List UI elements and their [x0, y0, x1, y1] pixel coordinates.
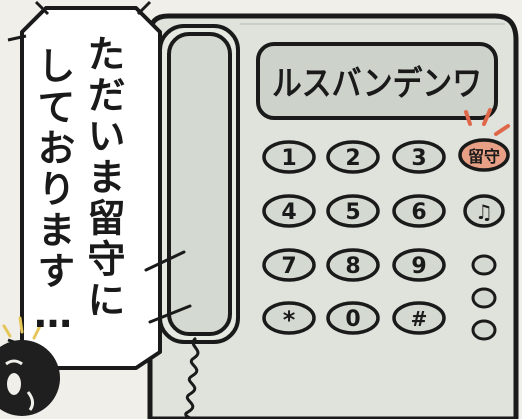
key-6[interactable]: 6 — [392, 194, 446, 228]
key-hash-label: # — [411, 307, 428, 331]
answering-button-label: 留守 — [468, 147, 500, 166]
speech-bubble-line-1: ただいま留守に — [81, 34, 125, 321]
alert-marks-icon — [464, 108, 510, 136]
coiled-cord-icon — [184, 336, 200, 419]
key-star-label: * — [283, 306, 296, 334]
speech-bubble-line-2: しております… — [31, 46, 75, 339]
key-0-label: 0 — [345, 307, 360, 332]
key-2-label: 2 — [345, 146, 360, 171]
key-star[interactable]: * — [262, 301, 316, 335]
key-9-label: 9 — [411, 254, 426, 279]
key-0[interactable]: 0 — [326, 301, 380, 335]
key-3-label: 3 — [411, 146, 426, 171]
small-function-button-2[interactable] — [471, 287, 497, 309]
small-function-button-3[interactable] — [471, 319, 497, 341]
key-8-label: 8 — [345, 254, 360, 279]
key-4[interactable]: 4 — [262, 194, 316, 228]
speech-bubble — [7, 0, 192, 370]
key-5[interactable]: 5 — [326, 194, 380, 228]
handset-icon — [167, 32, 232, 336]
key-7-label: 7 — [281, 254, 296, 279]
key-7[interactable]: 7 — [262, 248, 316, 282]
music-note-icon: ♫ — [475, 200, 493, 224]
key-3[interactable]: 3 — [392, 140, 446, 174]
key-6-label: 6 — [411, 200, 426, 225]
key-8[interactable]: 8 — [326, 248, 380, 282]
key-4-label: 4 — [281, 200, 296, 225]
lcd-display-text: ルスバンデンワ — [272, 64, 482, 104]
key-hash[interactable]: # — [392, 301, 446, 335]
answering-button[interactable]: 留守 — [458, 138, 510, 172]
lcd-display — [256, 42, 498, 120]
shock-lines-icon — [2, 316, 42, 340]
speech-bubble-shape — [20, 6, 162, 370]
key-2[interactable]: 2 — [326, 140, 380, 174]
music-key[interactable]: ♫ — [463, 194, 505, 228]
phone: ルスバンデンワ 1 2 3 留守 4 — [147, 13, 519, 419]
key-9[interactable]: 9 — [392, 248, 446, 282]
key-1-label: 1 — [281, 146, 296, 171]
key-1[interactable]: 1 — [262, 140, 316, 174]
key-5-label: 5 — [345, 200, 360, 225]
small-function-button-1[interactable] — [471, 254, 497, 276]
character-head — [0, 340, 60, 416]
